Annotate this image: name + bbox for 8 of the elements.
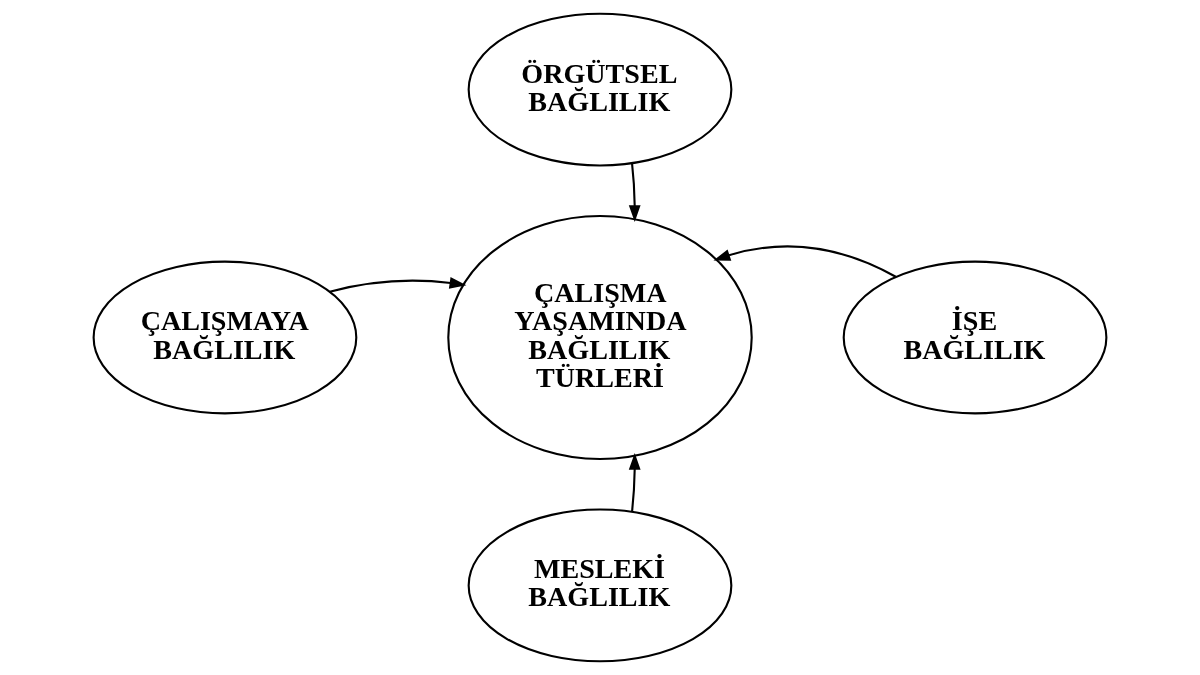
node-ellipse: MESLEKİ BAĞLILIK (467, 508, 733, 663)
arrow (329, 276, 467, 293)
arrow (713, 245, 897, 278)
arrow (628, 163, 641, 223)
node-ellipse: İŞE BAĞLILIK (842, 260, 1108, 415)
arrow (628, 452, 641, 512)
node-ellipse: ÖRGÜTSEL BAĞLILIK (467, 12, 733, 167)
node-ellipse: ÇALIŞMAYA BAĞLILIK (92, 260, 358, 415)
